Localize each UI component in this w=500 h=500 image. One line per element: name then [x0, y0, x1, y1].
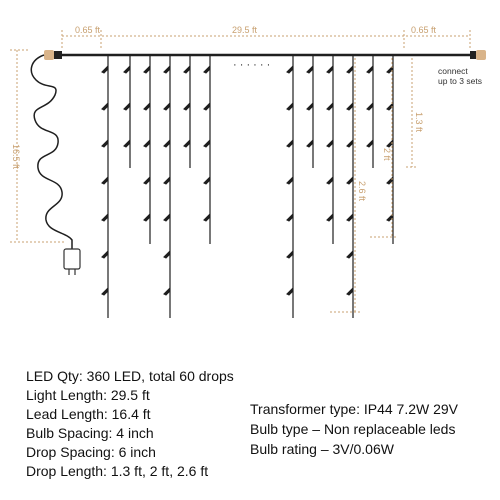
- led-bulb: [143, 102, 151, 111]
- drop-length-short-label: 1.3 ft: [414, 112, 424, 133]
- led-bulb: [386, 139, 394, 148]
- led-bulb: [346, 287, 354, 296]
- power-adapter-plug: [63, 248, 81, 275]
- connect-note-line2: up to 3 sets: [438, 76, 482, 86]
- led-bulb: [326, 176, 334, 185]
- led-bulb: [306, 139, 314, 148]
- led-bulb: [163, 287, 171, 296]
- led-bulb: [326, 65, 334, 74]
- led-bulb: [286, 213, 294, 222]
- main-length-label: 29.5 ft: [232, 25, 258, 35]
- right-connector: [470, 50, 486, 60]
- led-bulb: [123, 65, 131, 74]
- led-bulb: [183, 102, 191, 111]
- led-bulb: [203, 65, 211, 74]
- led-bulb: [366, 139, 374, 148]
- led-bulb: [346, 102, 354, 111]
- led-bulb: [326, 139, 334, 148]
- led-bulb: [326, 213, 334, 222]
- led-bulb: [101, 250, 109, 259]
- right-lead-length-label: 0.65 ft: [411, 25, 437, 35]
- led-bulb: [143, 139, 151, 148]
- icicle-drops: [101, 56, 394, 318]
- led-bulb: [326, 102, 334, 111]
- led-bulb: [366, 102, 374, 111]
- connect-note-line1: connect: [438, 66, 468, 76]
- led-bulb: [286, 139, 294, 148]
- led-bulb: [163, 102, 171, 111]
- cord-length-dimension: [10, 49, 65, 243]
- led-bulb: [101, 102, 109, 111]
- led-bulb: [203, 176, 211, 185]
- led-bulb: [346, 213, 354, 222]
- drop-length-medium-label: 2 ft: [382, 148, 392, 161]
- led-bulb: [286, 102, 294, 111]
- led-bulb: [346, 176, 354, 185]
- led-bulb: [203, 213, 211, 222]
- led-bulb: [203, 102, 211, 111]
- led-bulb: [101, 287, 109, 296]
- spec-drop-length: Drop Length: 1.3 ft, 2 ft, 2.6 ft: [26, 463, 209, 479]
- spec-bulb-rating: Bulb rating – 3V/0.06W: [250, 441, 394, 457]
- led-bulb: [346, 65, 354, 74]
- led-bulb: [163, 213, 171, 222]
- led-bulb: [366, 65, 374, 74]
- led-bulb: [286, 287, 294, 296]
- led-bulb: [163, 250, 171, 259]
- led-bulb: [101, 139, 109, 148]
- led-bulb: [163, 139, 171, 148]
- led-bulb: [306, 102, 314, 111]
- led-bulb: [346, 139, 354, 148]
- led-bulb: [286, 65, 294, 74]
- spec-light-length: Light Length: 29.5 ft: [26, 387, 150, 403]
- left-connector: [44, 50, 62, 60]
- led-bulb: [143, 176, 151, 185]
- led-bulb: [163, 65, 171, 74]
- spec-drop-spacing: Drop Spacing: 6 inch: [26, 444, 156, 460]
- led-bulb: [346, 250, 354, 259]
- spec-bulb-spacing: Bulb Spacing: 4 inch: [26, 425, 154, 441]
- cord-length-label: 16.5 ft: [11, 144, 21, 170]
- spec-led-qty: LED Qty: 360 LED, total 60 drops: [26, 368, 234, 384]
- led-bulb: [286, 250, 294, 259]
- led-bulb: [306, 65, 314, 74]
- led-bulb: [183, 139, 191, 148]
- led-bulb: [386, 102, 394, 111]
- led-bulb: [143, 213, 151, 222]
- led-bulb: [123, 139, 131, 148]
- led-bulb: [203, 139, 211, 148]
- led-bulb: [123, 102, 131, 111]
- spec-lead-length: Lead Length: 16.4 ft: [26, 406, 151, 422]
- led-bulb: [143, 65, 151, 74]
- drop-length-long-label: 2.6 ft: [357, 181, 367, 202]
- led-bulb: [286, 176, 294, 185]
- power-cord: [30, 54, 73, 250]
- more-drops-ellipsis: · · · · · ·: [233, 59, 270, 71]
- drop-length-dimensions: [330, 58, 418, 313]
- led-bulb: [183, 65, 191, 74]
- spec-bulb-type: Bulb type – Non replaceable leds: [250, 421, 456, 437]
- led-bulb: [101, 213, 109, 222]
- led-bulb: [101, 176, 109, 185]
- led-bulb: [163, 176, 171, 185]
- led-bulb: [101, 65, 109, 74]
- length-dimension: [61, 30, 471, 50]
- spec-transformer: Transformer type: IP44 7.2W 29V: [250, 401, 459, 417]
- left-lead-length-label: 0.65 ft: [75, 25, 101, 35]
